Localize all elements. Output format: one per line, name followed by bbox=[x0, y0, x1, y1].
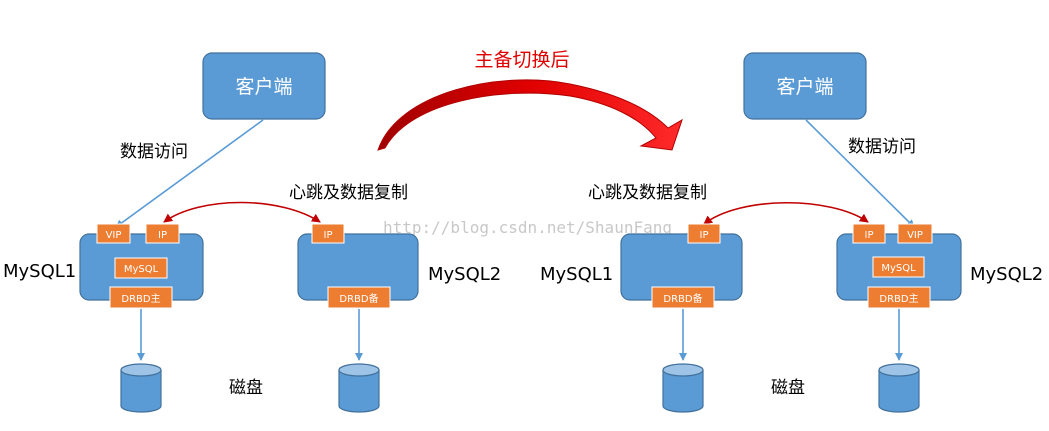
mysql-tag-label-before: MySQL bbox=[124, 264, 159, 275]
drbd-primary-label-before: DRBD主 bbox=[121, 293, 160, 305]
vip-tag-label-before: VIP bbox=[106, 230, 122, 241]
vip-tag-before bbox=[96, 223, 131, 244]
ip-tag-label-node2-after: IP bbox=[865, 230, 874, 241]
disk-top-node2-before bbox=[338, 363, 380, 377]
data-access-label-after: 数据访问 bbox=[848, 137, 916, 157]
ip-tag-label-node2-before: IP bbox=[324, 230, 333, 241]
disk-top-node1-after bbox=[662, 363, 704, 377]
data-access-line-before bbox=[115, 119, 264, 228]
drbd-primary-tag-before bbox=[109, 286, 173, 309]
heartbeat-label-after: 心跳及数据复制 bbox=[588, 183, 707, 203]
client-box-after bbox=[743, 52, 867, 120]
client-box-before bbox=[202, 52, 326, 120]
ip-tag-node2-after bbox=[852, 223, 886, 244]
disk-top-node1-before bbox=[120, 363, 162, 377]
disk-node1-before bbox=[120, 369, 162, 413]
client-label-before: 客户端 bbox=[235, 76, 292, 98]
mysql-tag-after bbox=[872, 256, 925, 278]
ip-tag-label-node1-before: IP bbox=[158, 230, 167, 241]
data-access-line-after bbox=[805, 119, 915, 228]
client-label-after: 客户端 bbox=[776, 76, 833, 98]
mysql1-label-after: MySQL1 bbox=[540, 264, 613, 285]
heartbeat-arrow-after bbox=[703, 201, 869, 225]
ip-tag-node1-after bbox=[687, 223, 721, 244]
after-section: 客户端 数据访问 心跳及数据复制 IP DRBD备 MySQL1 IP VIP … bbox=[540, 52, 1043, 413]
disk-label-before: 磁盘 bbox=[229, 378, 263, 398]
drbd-primary-label-after: DRBD主 bbox=[879, 293, 918, 305]
drbd-primary-tag-after bbox=[867, 286, 931, 309]
disk-node2-after bbox=[878, 369, 920, 413]
disk-top-node2-after bbox=[878, 363, 920, 377]
vip-tag-after bbox=[897, 223, 933, 244]
switchover-arrow bbox=[377, 79, 683, 151]
ip-tag-node2-before bbox=[311, 223, 345, 244]
ip-tag-label-node1-after: IP bbox=[700, 230, 709, 241]
mysql2-label-after: MySQL2 bbox=[970, 264, 1043, 285]
drbd-standby-label-after: DRBD备 bbox=[663, 292, 702, 305]
drbd-standby-tag-before bbox=[327, 286, 391, 309]
vip-tag-label-after: VIP bbox=[907, 230, 923, 241]
drbd-standby-tag-after bbox=[651, 286, 715, 309]
mysql2-label-before: MySQL2 bbox=[428, 264, 501, 285]
watermark-text: http://blog.csdn.net/ShaunFang bbox=[383, 218, 672, 237]
disk-node2-before bbox=[338, 369, 380, 413]
mysql-tag-before bbox=[114, 257, 168, 279]
heartbeat-label-before: 心跳及数据复制 bbox=[289, 183, 408, 203]
mysql1-label-before: MySQL1 bbox=[3, 261, 76, 282]
ip-tag-node1-before bbox=[145, 223, 180, 244]
before-section: 客户端 数据访问 心跳及数据复制 VIP IP MySQL DRBD主 MySQ… bbox=[3, 52, 501, 413]
heartbeat-arrow-before bbox=[163, 201, 321, 223]
drbd-standby-label-before: DRBD备 bbox=[339, 292, 378, 305]
data-access-label-before: 数据访问 bbox=[120, 142, 188, 162]
mysql-tag-label-after: MySQL bbox=[881, 263, 916, 274]
disk-label-after: 磁盘 bbox=[771, 378, 805, 398]
disk-node1-after bbox=[662, 369, 704, 413]
switchover-title: 主备切换后 bbox=[474, 49, 569, 71]
